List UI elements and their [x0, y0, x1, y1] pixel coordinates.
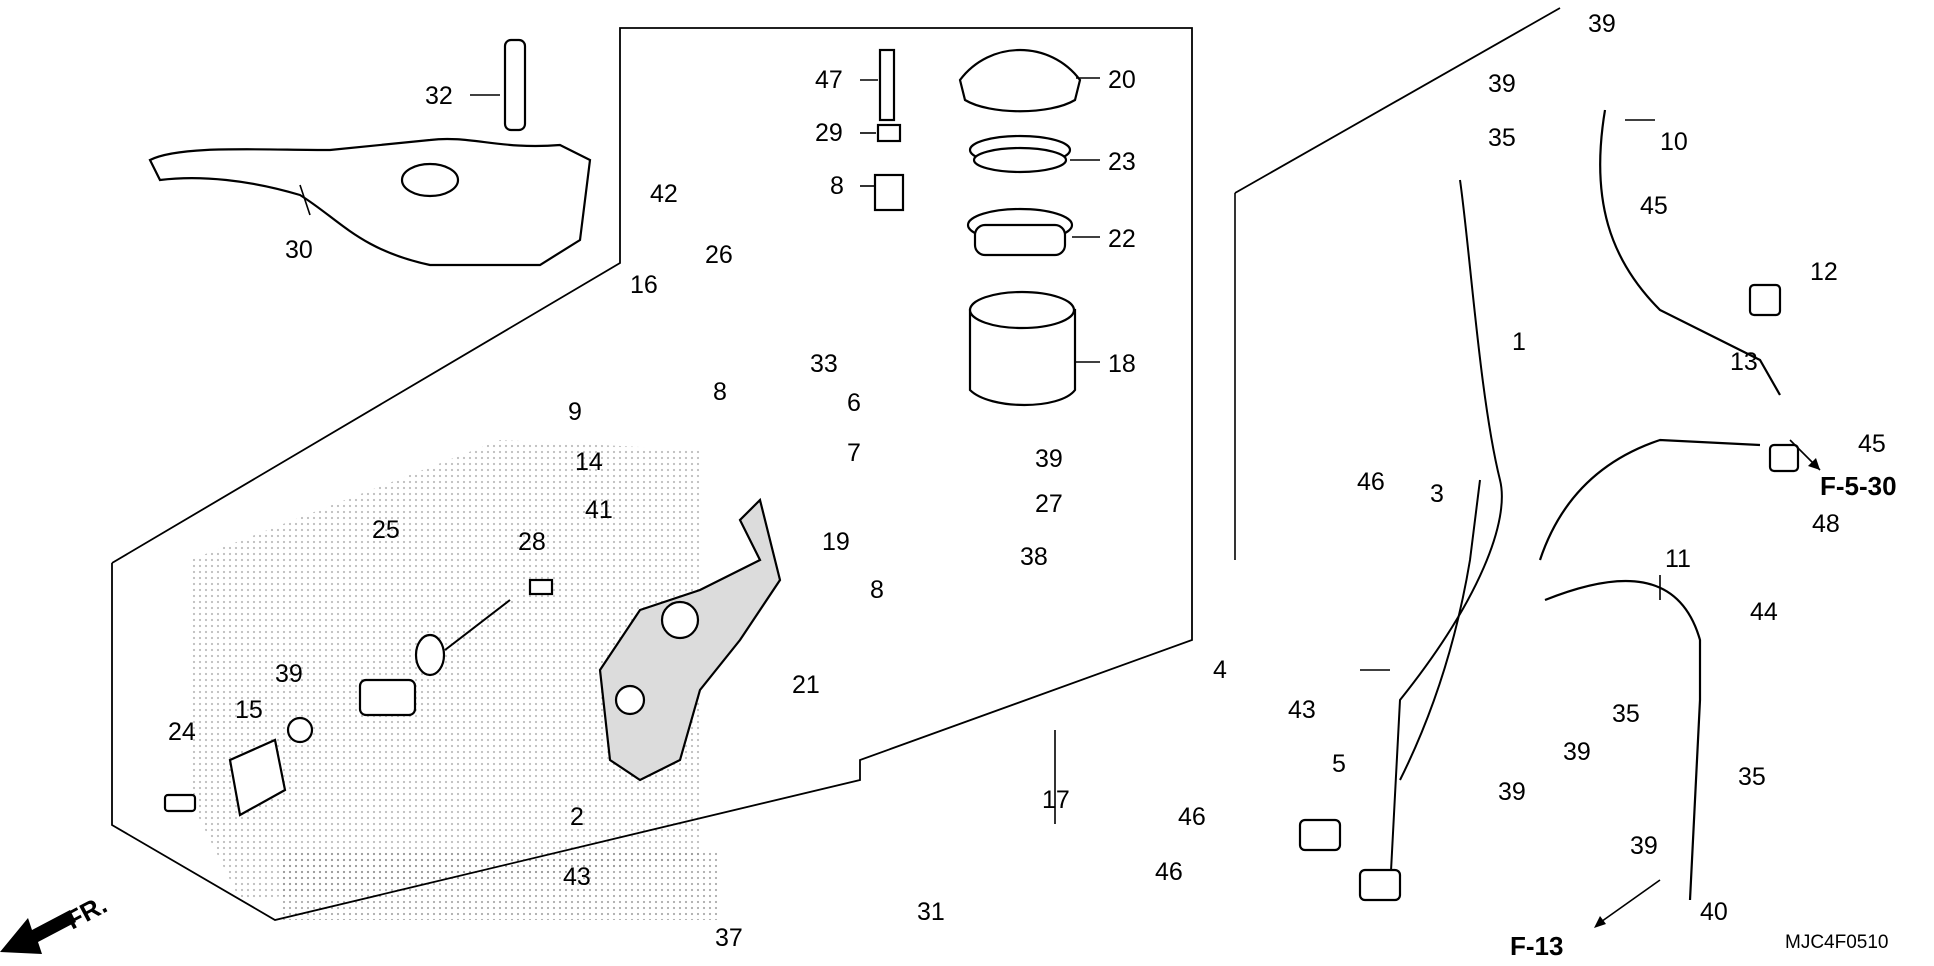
- callout-45-a: 45: [1640, 192, 1668, 220]
- reference-f-13: F-13: [1510, 931, 1563, 961]
- callout-29: 28: [518, 528, 546, 556]
- callout-49: 47: [815, 66, 843, 94]
- callout-4: 4: [1213, 656, 1227, 684]
- callout-8-top: 8: [713, 378, 727, 406]
- callout-42: 43: [1288, 696, 1316, 724]
- callout-18: 17: [1042, 786, 1070, 814]
- callout-35-b: 35: [1612, 700, 1640, 728]
- callout-39-d: 39: [1498, 778, 1526, 806]
- callout-43-bottom: 43: [563, 863, 591, 891]
- callout-45-b: 45: [1858, 430, 1886, 458]
- callout-3: 3: [1430, 480, 1444, 508]
- callout-46-b: 46: [1155, 858, 1183, 886]
- master-cylinder-body: [598, 497, 782, 782]
- reference-f-5-30: F-5-30: [1820, 471, 1897, 501]
- callout-39-e: 39: [1630, 832, 1658, 860]
- callout-12: 11: [1665, 545, 1691, 573]
- callout-39-a: 39: [1588, 10, 1616, 38]
- callout-16: 15: [235, 696, 263, 724]
- piston-assembly: [163, 578, 554, 817]
- callout-7: 7: [847, 439, 861, 467]
- frame-master-cylinder: [111, 27, 1193, 921]
- callout-9: 8: [830, 172, 844, 200]
- callout-39-b: 39: [1488, 70, 1516, 98]
- callout-25: 24: [168, 718, 196, 746]
- callout-40: 39: [275, 660, 303, 688]
- callout-21: 20: [1108, 66, 1136, 94]
- callout-11: 10: [1660, 128, 1688, 156]
- callout-39-c: 39: [1563, 738, 1591, 766]
- callout-32: 31: [917, 898, 945, 926]
- brake-lever: [148, 38, 592, 267]
- callout-27: 26: [705, 241, 733, 269]
- direction-arrow-icon: [0, 910, 76, 954]
- callout-41: 41: [585, 496, 613, 524]
- callout-10: 9: [568, 398, 582, 426]
- callout-22: 21: [792, 671, 820, 699]
- callout-39-f: 40: [1700, 898, 1728, 926]
- callout-44: 44: [1750, 598, 1778, 626]
- honda-watermark: [190, 440, 720, 920]
- callout-38: 39: [1035, 445, 1063, 473]
- frame-hose: [1234, 7, 1561, 194]
- callout-labels: 32 30 47 29 8 42 26 20 23 22 16 33 18 8 …: [168, 10, 1886, 952]
- callout-6: 6: [847, 389, 861, 417]
- callout-24: 23: [1108, 148, 1136, 176]
- callout-1: 1: [1512, 328, 1526, 356]
- leader-lines: [299, 77, 1661, 824]
- callout-36: 37: [715, 924, 743, 952]
- callout-43-top: 42: [650, 180, 678, 208]
- callout-48: 48: [1812, 510, 1840, 538]
- callout-47: 46: [1357, 468, 1385, 496]
- direction-label: FR.: [61, 889, 112, 935]
- callout-26: 25: [372, 516, 400, 544]
- callout-5: 5: [1332, 750, 1346, 778]
- callout-31: 30: [285, 236, 313, 264]
- callout-46-a: 46: [1178, 803, 1206, 831]
- callout-13: 12: [1810, 258, 1838, 286]
- group-frames: [111, 7, 1561, 921]
- reference-labels: F-5-30 F-13: [1510, 439, 1897, 961]
- callout-23: 22: [1108, 225, 1136, 253]
- hose-assembly: [1298, 109, 1800, 902]
- front-direction-indicator: FR.: [0, 889, 112, 954]
- callout-33: 32: [425, 82, 453, 110]
- callout-35-a: 35: [1488, 124, 1516, 152]
- callout-15: 14: [575, 448, 603, 476]
- callout-8-bottom: 8: [870, 576, 884, 604]
- callout-28: 27: [1035, 490, 1063, 518]
- diagram-code: MJC4F0510: [1785, 932, 1889, 953]
- callout-14: 13: [1730, 348, 1758, 376]
- callout-35-c: 35: [1738, 763, 1766, 791]
- callout-17: 16: [630, 271, 658, 299]
- callout-20: 19: [822, 528, 850, 556]
- callout-34: 33: [810, 350, 838, 378]
- callout-37: 38: [1020, 543, 1048, 571]
- callout-2: 2: [570, 803, 584, 831]
- reservoir-stack: [873, 48, 1082, 407]
- callout-19: 18: [1108, 350, 1136, 378]
- callout-30: 29: [815, 119, 843, 147]
